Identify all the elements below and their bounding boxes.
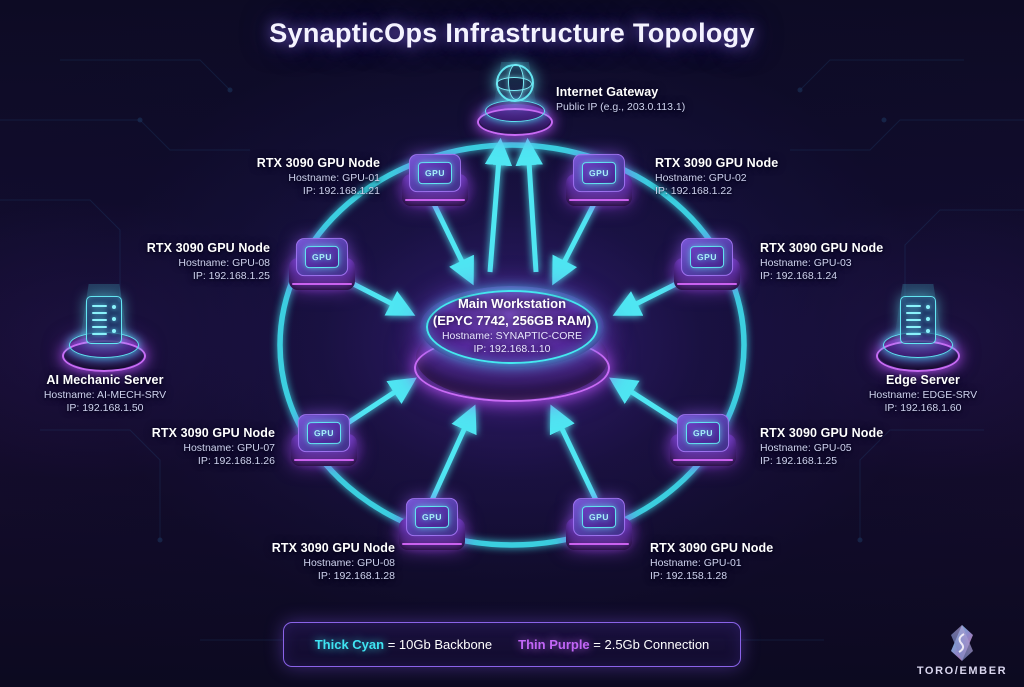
gpu-chip-icon: GPU [676,413,730,453]
toro-ember-mark-icon [914,621,1010,665]
brand-logo: TORO/EMBER [914,621,1010,677]
chip-label: GPU [692,427,713,439]
node-ip: IP: 192.168.1.25 [192,270,270,283]
gpu-chip-icon: GPU [405,497,459,537]
node-name: RTX 3090 GPU Node [650,541,774,555]
server-tower-icon [900,296,936,344]
node-hostname: Hostname: GPU-08 [178,256,270,269]
node-ip: IP: 192.158.1.28 [650,570,728,583]
hub-hostname: Hostname: SYNAPTIC-CORE [441,329,583,342]
globe-icon [496,64,534,102]
hub-name: Main Workstation [457,296,567,311]
chip-label: GPU [588,167,609,179]
gpu-node-bottom-left[interactable]: GPU [387,492,477,558]
node-ip: IP: 192.168.1.24 [760,270,838,283]
node-name: RTX 3090 GPU Node [256,156,380,170]
server-name: AI Mechanic Server [46,373,164,387]
gpu-node-bottom-right-label: RTX 3090 GPU Node Hostname: GPU-01 IP: 1… [650,540,835,584]
node-ip: IP: 192.168.1.28 [317,570,395,583]
gpu-node-top-left[interactable]: GPU [390,148,480,214]
gateway-name: Internet Gateway [556,85,659,99]
node-ip: IP: 192.168.1.25 [760,455,838,468]
node-hostname: Hostname: GPU-07 [183,441,275,454]
node-hostname: Hostname: GPU-01 [650,556,742,569]
node-hostname: Hostname: GPU-01 [288,171,380,184]
gpu-chip-icon: GPU [680,237,734,277]
chip-label: GPU [313,427,334,439]
node-ip: IP: 192.168.1.26 [197,455,275,468]
legend-thick-key: Thick Cyan [314,637,385,652]
node-ip: IP: 192.168.1.21 [302,185,380,198]
node-name: RTX 3090 GPU Node [760,241,884,255]
server-ip: IP: 192.168.1.50 [66,402,144,415]
chip-label: GPU [696,251,717,263]
gpu-node-top-left-label: RTX 3090 GPU Node Hostname: GPU-01 IP: 1… [205,155,380,199]
page-title: SynapticOps Infrastructure Topology [269,18,755,48]
legend-thick-value: = 10Gb Backbone [387,637,493,652]
node-name: RTX 3090 GPU Node [271,541,395,555]
hub-label: Main Workstation (EPYC 7742, 256GB RAM) … [408,296,616,357]
ai-mechanic-server-node[interactable] [58,284,150,374]
chip-label: GPU [588,511,609,523]
gpu-node-top-right-label: RTX 3090 GPU Node Hostname: GPU-02 IP: 1… [655,155,840,199]
gpu-chip-icon: GPU [297,413,351,453]
hub-cyan-ring [426,290,598,364]
gpu-node-bottom-right[interactable]: GPU [554,492,644,558]
node-name: RTX 3090 GPU Node [760,426,884,440]
legend: Thick Cyan = 10Gb Backbone Thin Purple =… [283,622,741,667]
chip-label: GPU [421,511,442,523]
brand-wordmark: TORO/EMBER [916,665,1008,677]
legend-item-backbone: Thick Cyan = 10Gb Backbone [315,637,492,652]
gpu-chip-icon: GPU [572,153,626,193]
node-name: RTX 3090 GPU Node [146,241,270,255]
hub-ip: IP: 192.168.1.10 [473,343,551,356]
gpu-node-top-right[interactable]: GPU [554,148,644,214]
gpu-node-lower-right[interactable]: GPU [658,408,748,474]
edge-server-label: Edge Server Hostname: EDGE-SRV IP: 192.1… [828,372,1018,416]
internet-gateway-label: Internet Gateway Public IP (e.g., 203.0.… [556,84,756,114]
gpu-node-upper-left-label: RTX 3090 GPU Node Hostname: GPU-08 IP: 1… [95,240,270,284]
legend-thin-value: = 2.5Gb Connection [593,637,710,652]
legend-item-connection: Thin Purple = 2.5Gb Connection [518,637,709,652]
chip-label: GPU [424,167,445,179]
ai-mechanic-server-label: AI Mechanic Server Hostname: AI-MECH-SRV… [10,372,200,416]
node-hostname: Hostname: GPU-08 [303,556,395,569]
server-tower-icon [86,296,122,344]
gateway-detail: Public IP (e.g., 203.0.113.1) [556,100,686,113]
server-hostname: Hostname: EDGE-SRV [868,388,978,401]
gpu-chip-icon: GPU [408,153,462,193]
internet-gateway-node[interactable] [476,62,554,138]
gpu-node-lower-left[interactable]: GPU [279,408,369,474]
node-ip: IP: 192.168.1.22 [655,185,733,198]
gpu-node-lower-left-label: RTX 3090 GPU Node Hostname: GPU-07 IP: 1… [100,425,275,469]
gpu-chip-icon: GPU [295,237,349,277]
gpu-node-upper-left[interactable]: GPU [277,232,367,298]
node-hostname: Hostname: GPU-02 [655,171,747,184]
gpu-chip-icon: GPU [572,497,626,537]
gpu-node-upper-right-label: RTX 3090 GPU Node Hostname: GPU-03 IP: 1… [760,240,945,284]
main-workstation-node[interactable]: Main Workstation (EPYC 7742, 256GB RAM) … [408,272,616,404]
server-hostname: Hostname: AI-MECH-SRV [43,388,167,401]
server-ip: IP: 192.168.1.60 [884,402,962,415]
legend-thin-key: Thin Purple [518,637,590,652]
node-hostname: Hostname: GPU-03 [760,256,852,269]
node-name: RTX 3090 GPU Node [655,156,779,170]
hub-spec: (EPYC 7742, 256GB RAM) [432,312,592,328]
edge-server-node[interactable] [872,284,964,374]
node-name: RTX 3090 GPU Node [151,426,275,440]
server-name: Edge Server [885,373,961,387]
node-hostname: Hostname: GPU-05 [760,441,852,454]
gpu-node-upper-right[interactable]: GPU [662,232,752,298]
chip-label: GPU [311,251,332,263]
gpu-node-lower-right-label: RTX 3090 GPU Node Hostname: GPU-05 IP: 1… [760,425,945,469]
gateway-platform-inner-rim [485,100,545,122]
gpu-node-bottom-left-label: RTX 3090 GPU Node Hostname: GPU-08 IP: 1… [220,540,395,584]
